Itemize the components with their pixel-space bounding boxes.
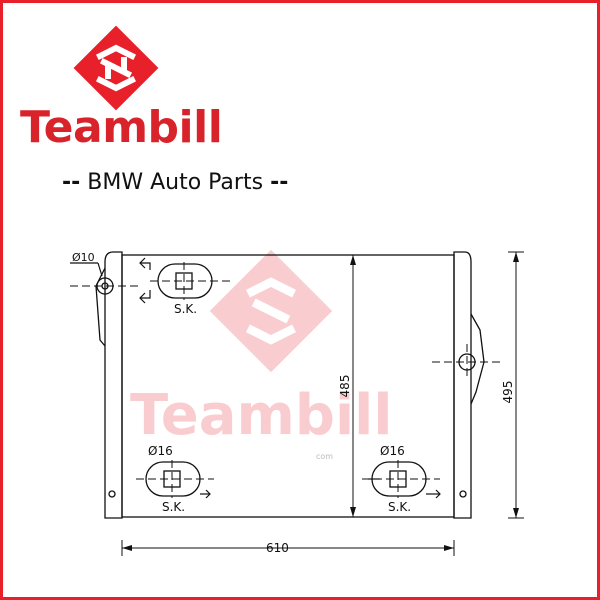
diameter-label-bottom-right: Ø16 (380, 444, 405, 458)
left-tank (104, 251, 123, 519)
tagline-dash-left: -- (62, 170, 81, 195)
watermark-small-text: com (316, 452, 334, 461)
watermark-brand-name: Teambill (130, 383, 393, 448)
dimension-width: 610 (266, 541, 289, 555)
left-mount-ear (95, 267, 106, 347)
tagline: -- BMW Auto Parts -- (62, 172, 288, 194)
diameter-label-top-left: Ø10 (72, 251, 95, 264)
teambill-logo-icon (73, 25, 159, 111)
dimension-inner-height: 485 (338, 375, 352, 398)
diameter-label-bottom-left: Ø16 (148, 444, 173, 458)
tagline-text: BMW Auto Parts (87, 170, 264, 195)
right-tank (453, 251, 472, 519)
tagline-dash-right: -- (270, 170, 289, 195)
right-mount-ear (470, 313, 485, 405)
bracket-label-bottom-left: S.K. (162, 500, 185, 514)
dimension-outer-height: 495 (501, 381, 515, 404)
bracket-label-bottom-right: S.K. (388, 500, 411, 514)
brand-name: Teambill (20, 102, 223, 153)
watermark-logo-icon (209, 249, 333, 373)
bracket-label-top: S.K. (174, 302, 197, 316)
